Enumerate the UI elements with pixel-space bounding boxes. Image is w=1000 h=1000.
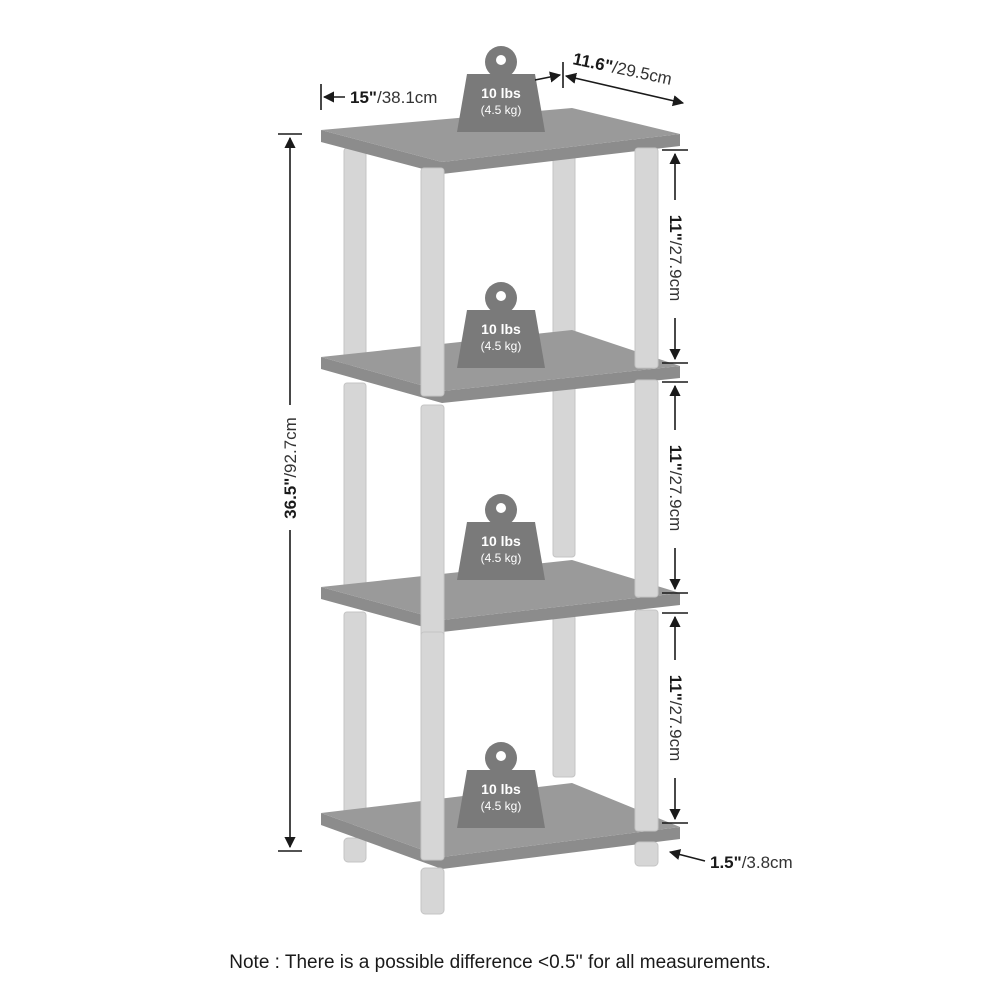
weight-lbs-label: 10 lbs — [481, 781, 521, 797]
tier-gap-cm: /27.9cm — [666, 471, 685, 531]
weight-kg-label: (4.5 kg) — [481, 339, 522, 353]
post — [552, 614, 576, 778]
foot-height-inch: 1.5" — [710, 853, 742, 872]
tier-gap-inch: 11" — [666, 445, 685, 471]
weight-kg-label: (4.5 kg) — [481, 103, 522, 117]
post — [343, 611, 367, 825]
tier-gap-label: 11"/27.9cm — [666, 445, 685, 532]
depth-label: 11.6"/29.5cm — [571, 49, 673, 89]
tier-gap-dimensions: 11"/27.9cm 11"/27.9cm 11"/27.9cm — [662, 149, 688, 824]
depth-cm: /29.5cm — [611, 58, 674, 89]
measurement-note: Note : There is a possible difference <0… — [229, 952, 771, 973]
post — [343, 382, 367, 594]
tier-gap-cm: /27.9cm — [666, 241, 685, 301]
weight-lbs-label: 10 lbs — [481, 533, 521, 549]
arrow-icon — [564, 72, 685, 107]
tier-gap-cm: /27.9cm — [666, 701, 685, 761]
tier-gap-1: 11"/27.9cm — [666, 152, 685, 361]
weight-badges: 10 lbs (4.5 kg) 10 lbs (4.5 kg) 10 lbs (… — [457, 46, 545, 828]
depth-inch: 11.6" — [571, 49, 614, 76]
front-posts — [420, 147, 659, 915]
total-height-dimension: 36.5"/92.7cm — [278, 133, 302, 852]
tier-gap-2: 11"/27.9cm — [666, 384, 685, 591]
post — [634, 379, 659, 598]
post — [420, 631, 445, 861]
post — [552, 149, 576, 336]
shelf-third — [321, 560, 680, 632]
depth-dimension: 11.6"/29.5cm — [564, 49, 685, 107]
weight-lbs-label: 10 lbs — [481, 85, 521, 101]
width-inch: 15" — [350, 88, 377, 107]
post — [552, 384, 576, 558]
post — [343, 147, 367, 366]
foot — [343, 837, 367, 863]
arrow-icon — [668, 849, 706, 862]
weight-kg-label: (4.5 kg) — [481, 551, 522, 565]
tier-gap-inch: 11" — [666, 675, 685, 701]
weight-kg-label: (4.5 kg) — [481, 799, 522, 813]
foot — [420, 867, 445, 915]
total-height-cm: /92.7cm — [281, 417, 300, 477]
weight-lbs-label: 10 lbs — [481, 321, 521, 337]
weight-icon: 10 lbs (4.5 kg) — [457, 494, 545, 580]
foot-height-cm: /3.8cm — [742, 853, 793, 872]
post — [634, 609, 659, 832]
post — [420, 404, 445, 638]
shelf-top — [321, 108, 680, 174]
foot-height-label: 1.5"/3.8cm — [710, 853, 793, 872]
tier-gap-label: 11"/27.9cm — [666, 215, 685, 302]
total-height-label: 36.5"/92.7cm — [281, 417, 300, 519]
tier-gap-3: 11"/27.9cm — [666, 615, 685, 821]
total-height-inch: 36.5" — [281, 478, 300, 519]
weight-icon: 10 lbs (4.5 kg) — [457, 282, 545, 368]
post — [420, 167, 445, 397]
foot-height-dimension: 1.5"/3.8cm — [668, 849, 793, 872]
width-label: 15"/38.1cm — [350, 88, 437, 107]
weight-icon: 10 lbs (4.5 kg) — [457, 46, 545, 132]
weight-icon: 10 lbs (4.5 kg) — [457, 742, 545, 828]
tier-gap-label: 11"/27.9cm — [666, 675, 685, 762]
back-posts — [343, 147, 576, 863]
arrow-icon — [534, 71, 562, 83]
tier-gap-inch: 11" — [666, 215, 685, 241]
width-dimension: 15"/38.1cm — [320, 62, 564, 110]
width-cm: /38.1cm — [377, 88, 437, 107]
post — [634, 147, 659, 369]
foot — [634, 841, 659, 867]
